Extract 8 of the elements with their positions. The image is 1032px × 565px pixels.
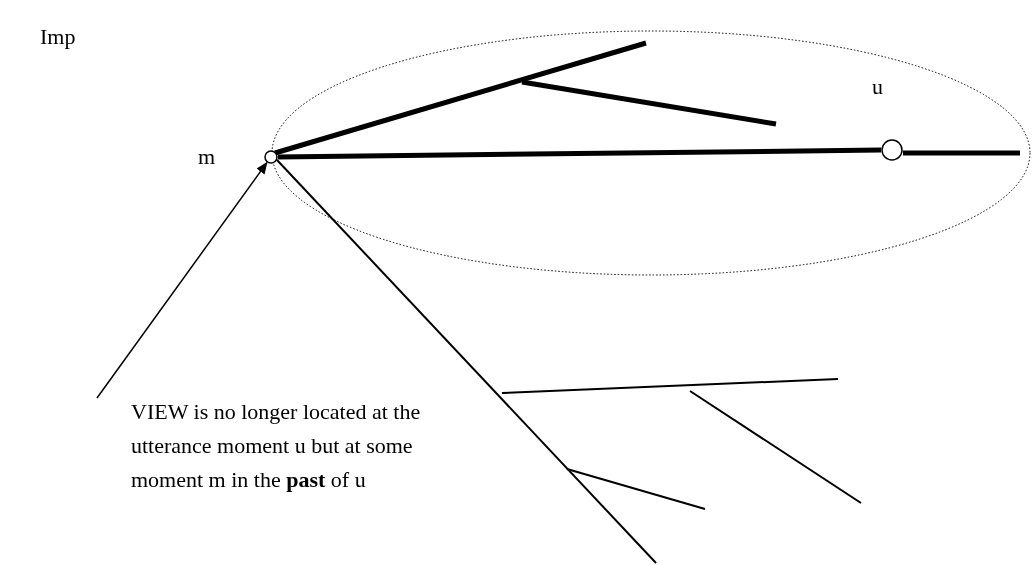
arrow <box>96 161 268 399</box>
moment-label: u <box>872 73 883 101</box>
moment-circle <box>264 150 278 164</box>
moment-label: m <box>198 143 216 171</box>
moment-circle <box>881 139 903 161</box>
diagram-label: Imp <box>40 23 76 51</box>
timeline <box>277 147 882 160</box>
annotation-text: VIEW is no longer located at the utterance moment u but at some moment m in the past of u <box>131 398 422 494</box>
